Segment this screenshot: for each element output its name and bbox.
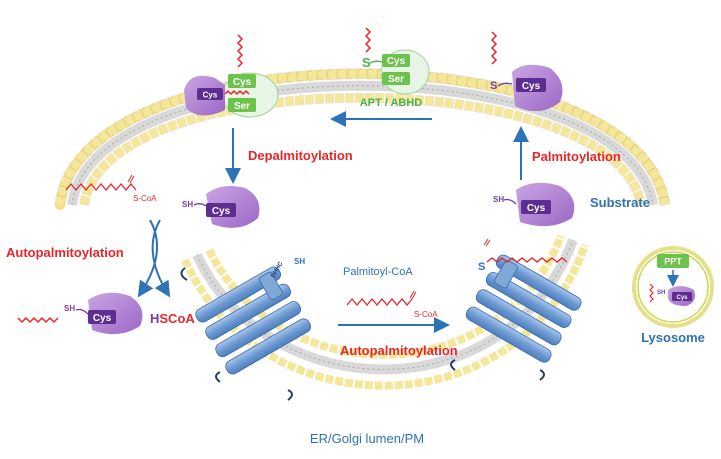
s-label-top: S bbox=[362, 55, 371, 70]
sh-label-c: SH bbox=[64, 304, 75, 313]
palmitoyl-coa-left: S-CoA bbox=[65, 174, 157, 203]
lysosome-icon: PPT SH Cys bbox=[632, 246, 714, 328]
autopalmitoylation-center-label: Autopalmitoylation bbox=[340, 343, 458, 358]
cys-label-e: Cys bbox=[212, 206, 231, 217]
depalmitoylated-substrate: SH Cys bbox=[182, 186, 260, 228]
hscoa-label: HSCoA bbox=[150, 311, 195, 326]
scoa-label-b: S-CoA bbox=[414, 310, 438, 319]
palmitoyl-chain-icon bbox=[236, 34, 244, 68]
palmitoyl-coa-label: Palmitoyl-CoA bbox=[343, 266, 413, 278]
cys-label-d: Cys bbox=[522, 81, 541, 92]
arrow-icon bbox=[137, 219, 159, 298]
apt-complex-left: Cys Cys Ser bbox=[184, 34, 279, 118]
dhhc-enzyme-icon bbox=[465, 254, 582, 363]
depalmitoylation-label: Depalmitoylation bbox=[248, 148, 353, 163]
ppt-label: PPT bbox=[664, 257, 682, 267]
s-label-dhhc: S bbox=[478, 261, 485, 273]
ser-label-b: Ser bbox=[388, 74, 404, 85]
cys-label-a: Cys bbox=[203, 91, 218, 100]
cys-label-b: Cys bbox=[233, 77, 252, 88]
substrate-right: SH Cys Substrate bbox=[493, 182, 650, 227]
dhhc-enzyme-right: S bbox=[450, 238, 582, 381]
crossing-arrows bbox=[137, 219, 171, 298]
dhhc-enzyme-icon bbox=[195, 266, 312, 375]
substrate-label: Substrate bbox=[590, 195, 650, 210]
sh-label-b: SH bbox=[493, 195, 504, 204]
palmitoyl-coa-center: Palmitoyl-CoA S-CoA Autopalmitoylation bbox=[338, 266, 458, 358]
sh-label-lyso: SH bbox=[657, 290, 665, 296]
ser-label-a: Ser bbox=[234, 101, 250, 112]
sh-label-d: SH bbox=[294, 257, 305, 266]
top-membrane bbox=[54, 68, 671, 210]
lumen-label: ER/Golgi lumen/PM bbox=[310, 431, 424, 446]
lysosome-label: Lysosome bbox=[641, 330, 705, 345]
cys-label-c: Cys bbox=[387, 56, 406, 67]
sh-label-a: SH bbox=[182, 200, 193, 209]
dhhc-enzyme-left: DHHC SH bbox=[180, 257, 312, 401]
cys-label-lyso: Cys bbox=[676, 295, 688, 301]
cys-label-g: Cys bbox=[93, 313, 112, 324]
apt-complex-center: S Cys Ser APT / ABHD bbox=[330, 27, 432, 127]
palmitoylated-substrate: S Cys bbox=[490, 31, 563, 112]
apt-abhd-label: APT / ABHD bbox=[360, 97, 423, 109]
scoa-label-a: S-CoA bbox=[133, 194, 157, 203]
cys-label-f: Cys bbox=[527, 203, 546, 214]
hscoa-rest: SCoA bbox=[159, 311, 195, 326]
palmitoyl-protein-bottom-left: SH Cys bbox=[17, 292, 143, 335]
autopalmitoylation-left-label: Autopalmitoylation bbox=[6, 245, 124, 260]
hscoa-h: H bbox=[150, 311, 159, 326]
palmitoylation-label: Palmitoylation bbox=[532, 149, 621, 164]
arrow-icon bbox=[151, 219, 171, 298]
s-label-right: S bbox=[490, 80, 497, 92]
